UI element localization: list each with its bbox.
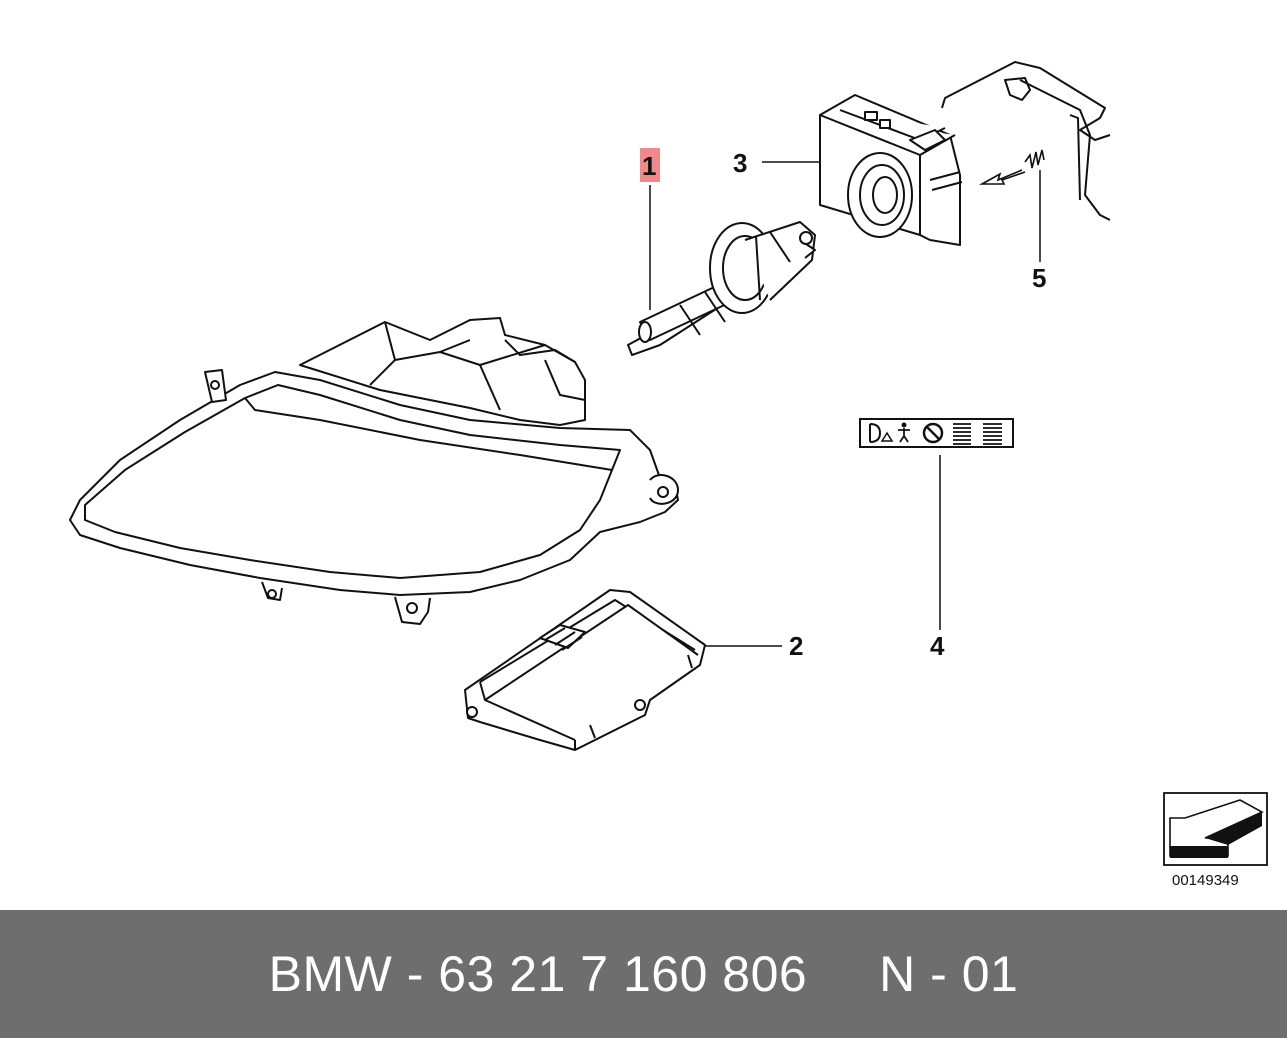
part-number-caption: BMW - 63 21 7 160 806 N - 01	[268, 946, 1019, 1002]
callout-5[interactable]: 5	[1032, 263, 1046, 293]
xenon-bulb	[627, 221, 816, 356]
callout-2[interactable]: 2	[789, 631, 803, 661]
callout-3[interactable]: 3	[733, 148, 747, 178]
wire-clip	[941, 61, 1111, 221]
orientation-arrow-icon	[1163, 792, 1268, 866]
callout-4[interactable]: 4	[930, 631, 945, 661]
callout-1-highlight	[640, 148, 660, 182]
diagram-code: 00149349	[1172, 872, 1239, 889]
spring-icon	[1024, 149, 1045, 169]
leader-lines	[649, 161, 1041, 647]
igniter-socket	[819, 94, 963, 246]
footer-bar: BMW - 63 21 7 160 806 N - 01	[0, 910, 1287, 1038]
parts-diagram: 1 2 3 4 5 00149349	[69, 61, 1268, 889]
warning-label-icon	[859, 418, 1014, 448]
headlight-housing	[69, 317, 679, 625]
direction-arrow-icon	[978, 169, 1026, 185]
callout-1[interactable]: 1	[642, 151, 656, 181]
control-unit	[464, 589, 706, 751]
